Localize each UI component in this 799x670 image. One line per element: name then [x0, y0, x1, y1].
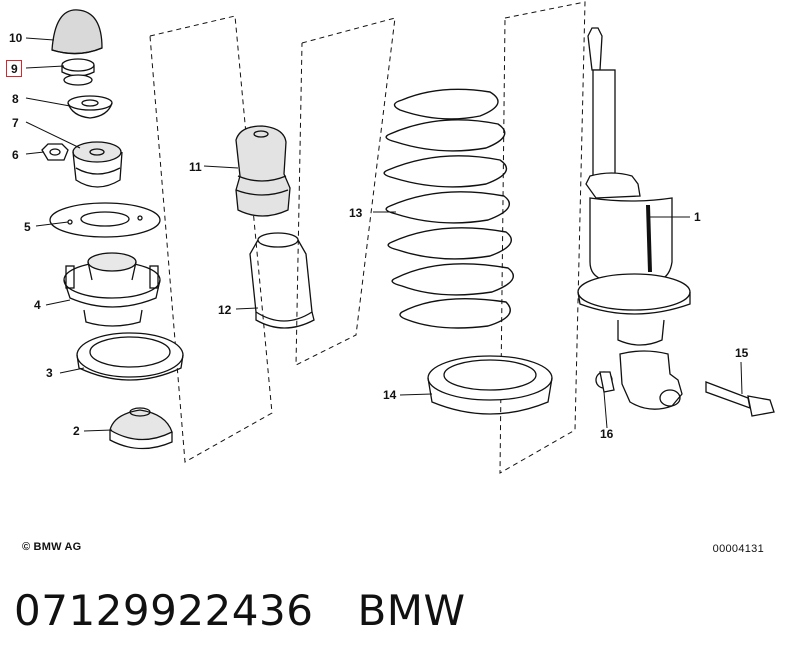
part-9-nut: [61, 58, 95, 86]
label-part-6: 6: [12, 148, 19, 162]
part-12-dust-boot: [249, 232, 315, 329]
label-part-11: 11: [189, 160, 202, 174]
group-frame-middle: [295, 17, 396, 366]
part-1-shock-absorber: [577, 27, 691, 410]
part-11-bump-stop: [235, 125, 291, 217]
copyright-text: © BMW AG: [22, 541, 82, 553]
part-5-plate: [49, 202, 161, 238]
part-14-lower-seat: [427, 355, 553, 415]
label-part-1: 1: [694, 210, 701, 224]
label-part-4: 4: [34, 298, 41, 312]
group-frame-right: [499, 1, 586, 474]
label-part-2: 2: [73, 424, 80, 438]
part-4-strut-mount: [63, 252, 161, 327]
highlight-box-part-9: [6, 60, 22, 77]
part-2-bump-cap: [109, 407, 173, 450]
label-part-8: 8: [12, 92, 19, 106]
part-8-washer: [67, 95, 113, 119]
leader-lines: [25, 37, 743, 432]
reference-number: 00004131: [712, 543, 764, 555]
label-part-7: 7: [12, 116, 19, 130]
label-part-12: 12: [218, 303, 232, 317]
part-3-spring-seat: [76, 332, 184, 381]
part-7-bushing: [72, 141, 123, 188]
label-part-15: 15: [735, 346, 749, 360]
label-part-10: 10: [9, 31, 23, 45]
part-10-cap: [51, 9, 103, 55]
part-16-sleeve: [595, 371, 615, 393]
part-6-nut: [41, 143, 69, 161]
label-part-9: 9: [11, 62, 18, 76]
label-part-14: 14: [383, 388, 397, 402]
label-part-3: 3: [46, 366, 53, 380]
part-number: 07129922436: [14, 586, 314, 635]
part-15-bolt: [705, 381, 775, 417]
part-13-coil-spring: [383, 88, 514, 329]
label-part-13: 13: [349, 206, 363, 220]
brand-name: BMW: [357, 586, 466, 635]
group-frame-left: [149, 15, 273, 463]
caption: 07129922436 BMW: [14, 586, 466, 635]
label-part-16: 16: [600, 427, 614, 441]
label-part-5: 5: [24, 220, 31, 234]
